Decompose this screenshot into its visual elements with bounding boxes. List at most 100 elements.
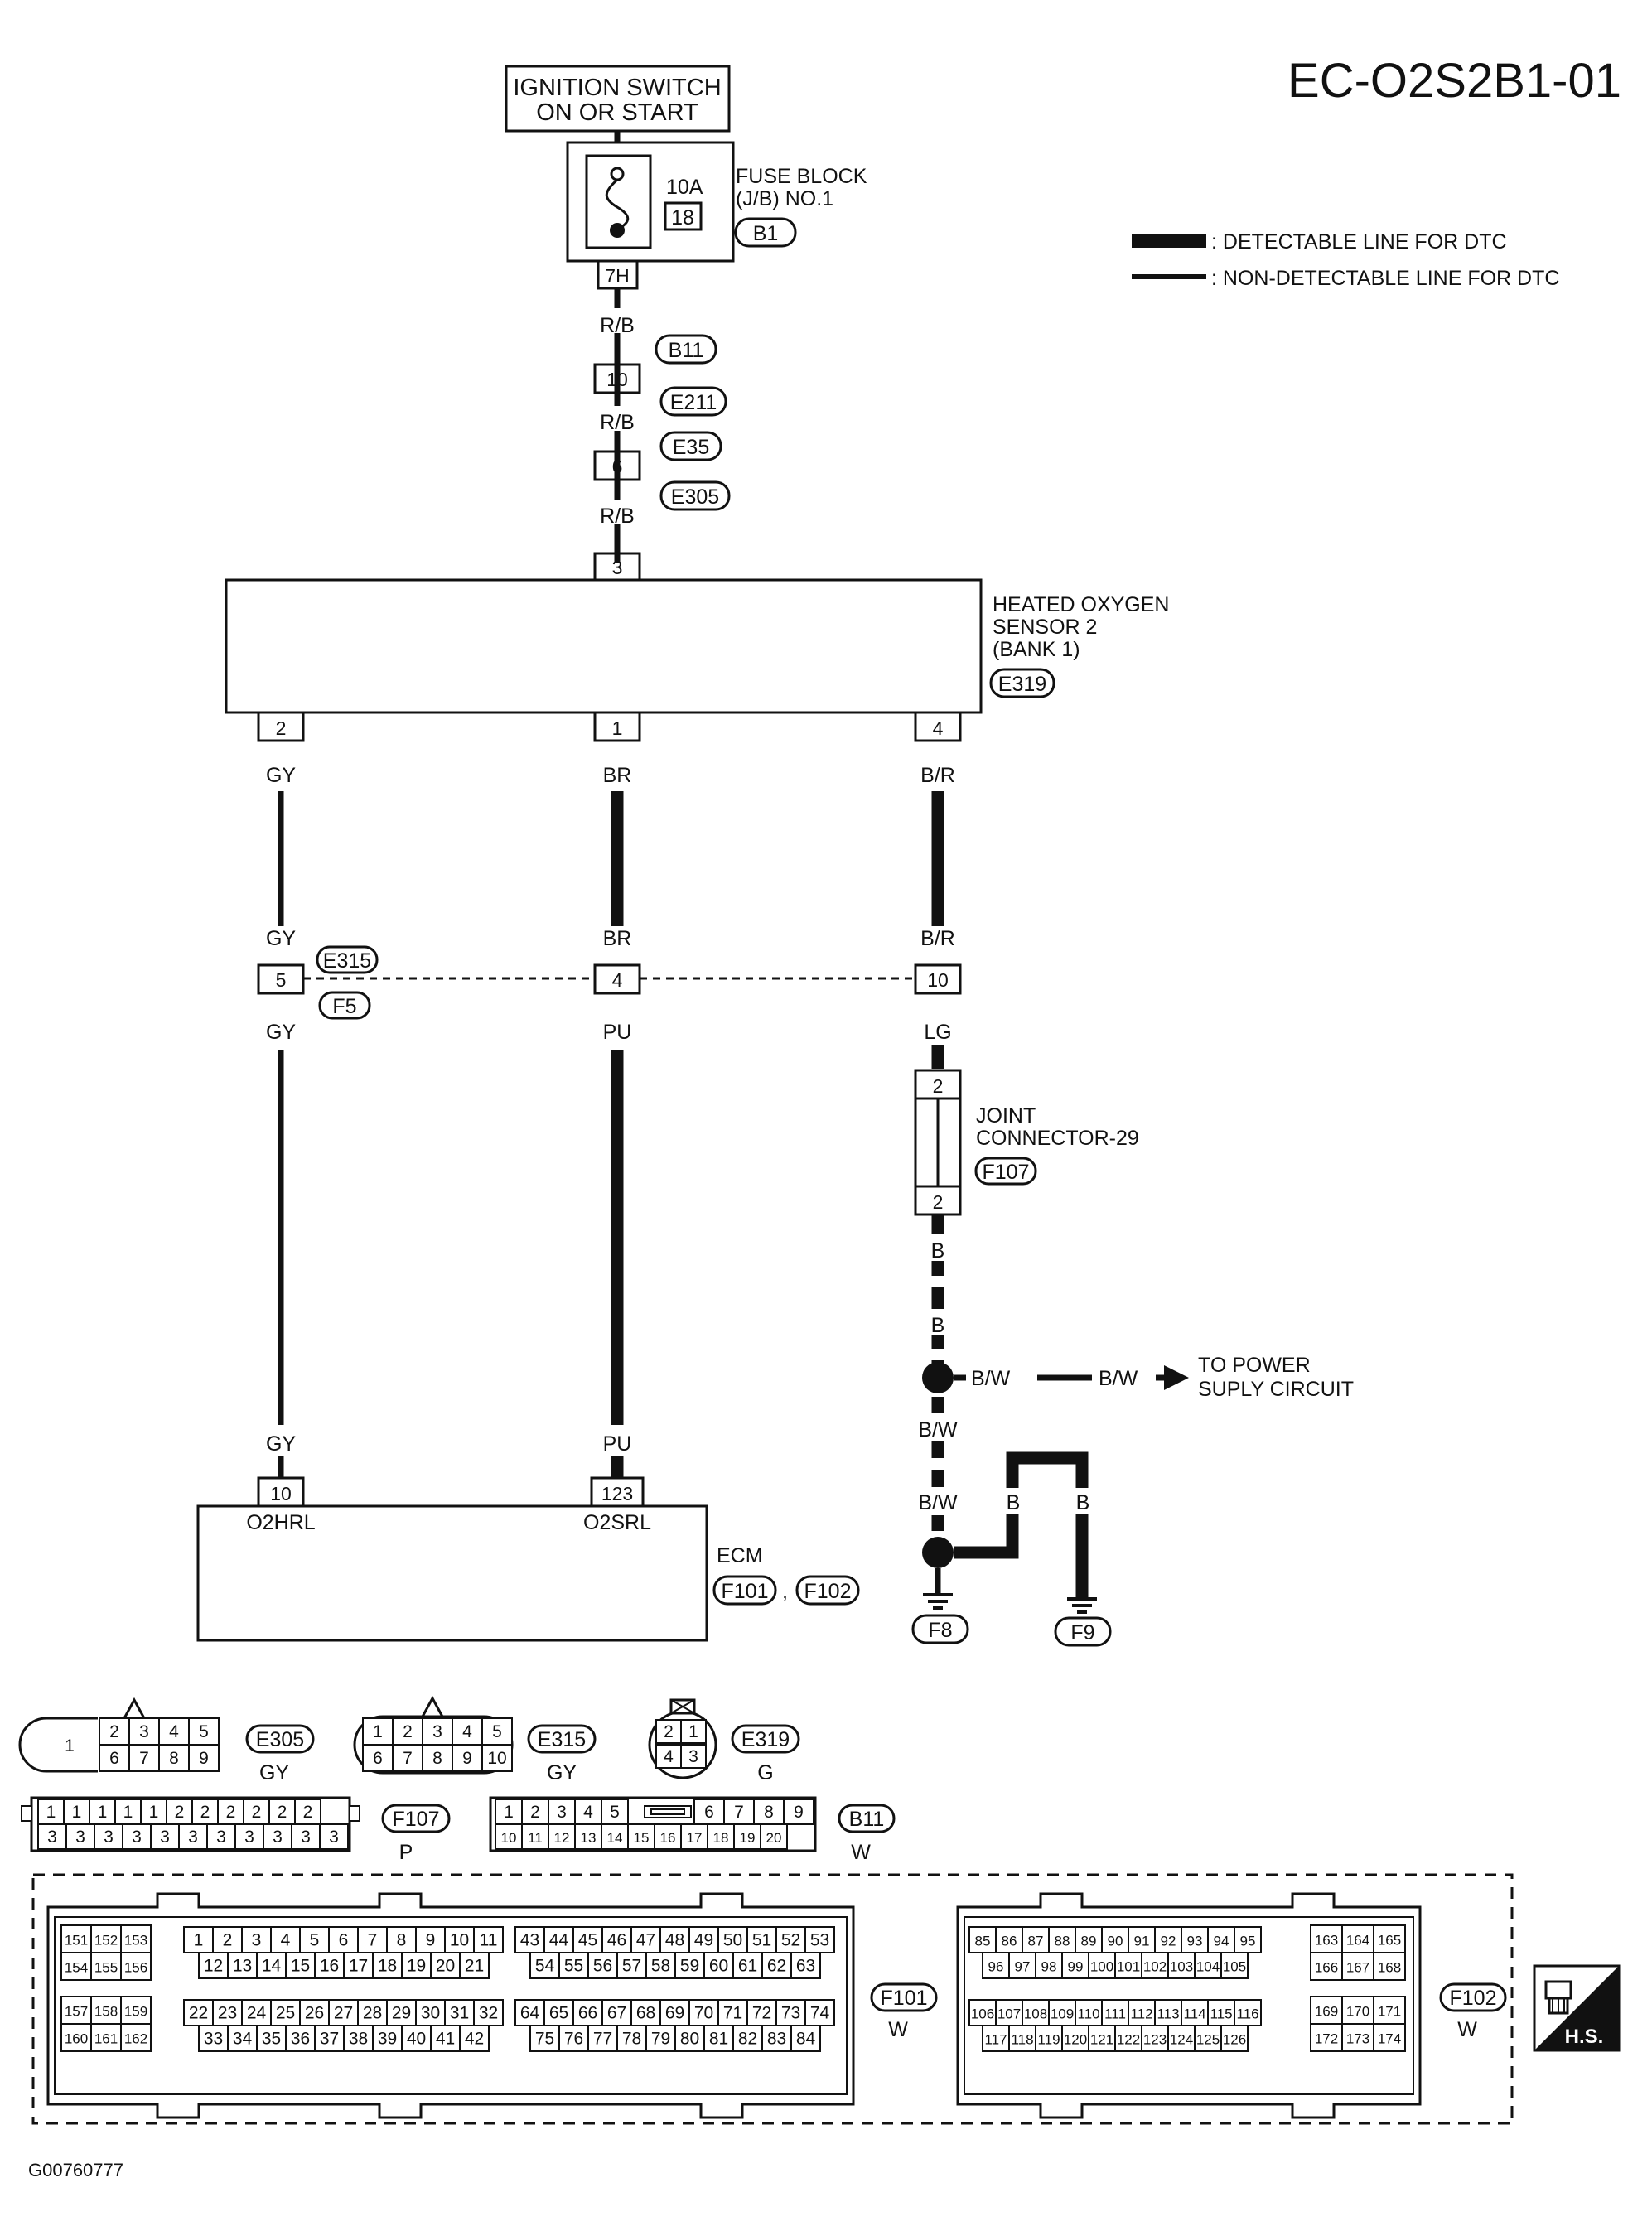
harness-pin-right: 10 (927, 969, 949, 991)
harness-pin-left: 5 (276, 969, 287, 991)
cavity (1167, 2025, 1196, 2052)
cavity (294, 1799, 321, 1825)
cavity (982, 2025, 1010, 2052)
ecm-pin-mid: 123 (601, 1483, 633, 1504)
cavity-number: 76 (564, 2030, 583, 2049)
cavity-number: 18 (378, 1957, 397, 1976)
cavity-number: 2 (530, 1803, 540, 1822)
cavity (314, 2025, 345, 2052)
cavity-number: 8 (764, 1803, 774, 1822)
view-f101-id: F101 (881, 1987, 928, 2010)
cavity-number: 166 (1315, 1960, 1338, 1976)
ground-b-right: B (1076, 1491, 1090, 1514)
cavity-number: 3 (160, 1828, 170, 1847)
cavity-number: 6 (109, 1749, 119, 1768)
cavity-number: 104 (1196, 1959, 1220, 1975)
cavity-number: 2 (252, 1803, 262, 1822)
cavity-number: 12 (554, 1830, 570, 1846)
cavity (263, 1823, 292, 1850)
cavity (529, 2025, 560, 2052)
cavity-number: 95 (1240, 1934, 1256, 1949)
cavity-number: 88 (1055, 1934, 1070, 1949)
ground-symbol-f8: F8 (911, 1593, 969, 1644)
cavity (481, 1744, 513, 1772)
cavity-number: 6 (373, 1749, 383, 1768)
ignition-line2: ON OR START (536, 99, 698, 126)
wire-right-lower: LG (924, 1021, 951, 1044)
cavity (227, 2025, 258, 2052)
sensor-connector: E319 (998, 673, 1046, 696)
cavity-number: 67 (607, 2004, 626, 2023)
pin-10-b11: 10 (606, 369, 628, 390)
cavity (473, 1999, 504, 2026)
cavity-number: 41 (436, 2030, 455, 2049)
wire-b-to-f9 (954, 1451, 1089, 1599)
cavity-number: 63 (796, 1957, 815, 1976)
cavity-number: 2 (223, 1931, 233, 1950)
wire-mid-bottom: PU (603, 1432, 632, 1456)
cavity-number: 36 (291, 2030, 310, 2049)
cavity-number: 3 (47, 1828, 57, 1847)
cavity-number: 10 (501, 1830, 517, 1846)
cavity-number: 3 (688, 1747, 698, 1766)
cavity (94, 1823, 123, 1850)
cavity-number: 161 (94, 2031, 118, 2047)
joint-connector: 2 2 JOINT CONNECTOR-29 F107 (914, 1069, 1139, 1216)
cavity (392, 1744, 423, 1772)
ignition-line1: IGNITION SWITCH (513, 75, 721, 101)
cavity (422, 1744, 453, 1772)
wire-left-upper2: GY (266, 927, 296, 950)
cavity (775, 1926, 806, 1953)
cavity (60, 1952, 92, 1981)
cavity-number: 24 (247, 2004, 267, 2023)
cavity-number: 173 (1346, 2031, 1369, 2047)
cavity-number: 105 (1223, 1959, 1246, 1975)
cavity-number: 111 (1104, 2006, 1126, 2022)
cavity-number: 3 (557, 1803, 567, 1822)
cavity (120, 1924, 152, 1953)
cavity-number: 96 (988, 1959, 1004, 1975)
cavity-number: 9 (199, 1749, 209, 1768)
cavity (783, 1799, 814, 1825)
cavity-number: 113 (1157, 2006, 1179, 2022)
wire-right-top: B/R (920, 764, 955, 787)
cavity-number: 4 (664, 1747, 674, 1766)
cavity (459, 1952, 490, 1979)
cavity-number: 32 (479, 2004, 498, 2023)
wire-right-upper2: B/R (920, 927, 955, 950)
cavity-number: 109 (1051, 2006, 1074, 2022)
cavity-number: 82 (738, 2030, 757, 2049)
pin-3-sensor: 3 (612, 557, 623, 578)
cavity (1373, 1924, 1406, 1953)
cavity (128, 1744, 160, 1772)
cavity-number: 18 (713, 1830, 729, 1846)
cavity (1341, 2023, 1374, 2052)
legend-non-detectable-swatch (1132, 274, 1206, 279)
wire-rb-label-2: R/B (600, 411, 635, 434)
cavity (761, 2025, 792, 2052)
cavity (616, 2025, 647, 2052)
cavity-number: 69 (665, 2004, 684, 2023)
cavity (1022, 1926, 1050, 1953)
cavity-number: 112 (1130, 2006, 1152, 2022)
cavity-number: 46 (607, 1931, 626, 1950)
cavity (1154, 1926, 1182, 1953)
cavity-number: 20 (436, 1957, 455, 1976)
sensor-pin-right: 4 (933, 717, 944, 739)
cavity-number: 47 (636, 1931, 655, 1950)
cavity-number: 80 (680, 2030, 699, 2049)
harness-side-badge: H.S. (1533, 1964, 1621, 2052)
cavity-number: 97 (1015, 1959, 1031, 1975)
wire-left-top: GY (266, 764, 296, 787)
to-power-line2: SUPLY CIRCUIT (1198, 1378, 1354, 1401)
wire-left-bottom: GY (266, 1432, 296, 1456)
cavity (521, 1799, 549, 1825)
cavity-number: 19 (407, 1957, 426, 1976)
cavity-number: 155 (94, 1960, 118, 1976)
cavity-number: 107 (997, 2006, 1021, 2022)
cavity (459, 2025, 490, 2052)
cavity-number: 163 (1315, 1933, 1338, 1949)
cavity-number: 11 (480, 1931, 498, 1950)
view-f107-color: P (399, 1841, 413, 1864)
